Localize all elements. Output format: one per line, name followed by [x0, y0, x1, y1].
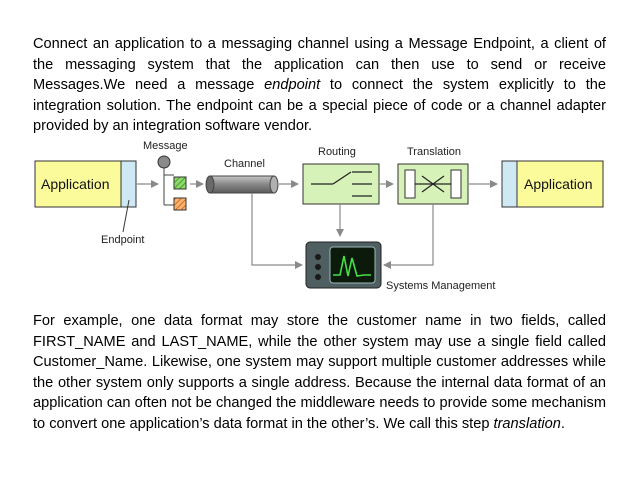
intro-text-1: Connect an application to a messaging ch… [33, 36, 606, 94]
message-label: Message [143, 140, 188, 152]
translation-label: Translation [407, 146, 461, 158]
endpoint-label: Endpoint [101, 234, 144, 246]
translation-paragraph: For example, one data format may store t… [33, 311, 606, 435]
message-header-icon [173, 176, 187, 190]
channel-label: Channel [224, 158, 265, 170]
translation-text-2: . [560, 415, 565, 432]
endpoint-pointer [122, 199, 130, 233]
systems-management-label: Systems Management [386, 280, 495, 292]
intro-text-2: to connect the system explicitly to the … [33, 77, 606, 135]
monitor-icon [305, 241, 382, 289]
translation-text-1: For example, one data format may store t… [33, 313, 606, 432]
message-body-icon [173, 197, 187, 211]
endpoint-left [120, 160, 137, 208]
monitor-line-translation [383, 204, 434, 269]
app-left-label: Application [41, 176, 110, 192]
message-ball-icon [157, 155, 171, 169]
app-right-box [516, 160, 604, 208]
translation-emphasis: translation [493, 415, 561, 432]
app-right-label: Application [524, 176, 593, 192]
app-left-box [34, 160, 122, 208]
routing-label: Routing [318, 146, 356, 158]
translator-icon [397, 163, 469, 205]
channel-pipe-icon [205, 175, 279, 194]
monitor-line-channel [251, 193, 303, 269]
endpoint-emphasis: endpoint [264, 77, 321, 94]
intro-paragraph: Connect an application to a messaging ch… [33, 34, 606, 137]
router-switch-icon [302, 163, 380, 205]
endpoint-right [501, 160, 518, 208]
